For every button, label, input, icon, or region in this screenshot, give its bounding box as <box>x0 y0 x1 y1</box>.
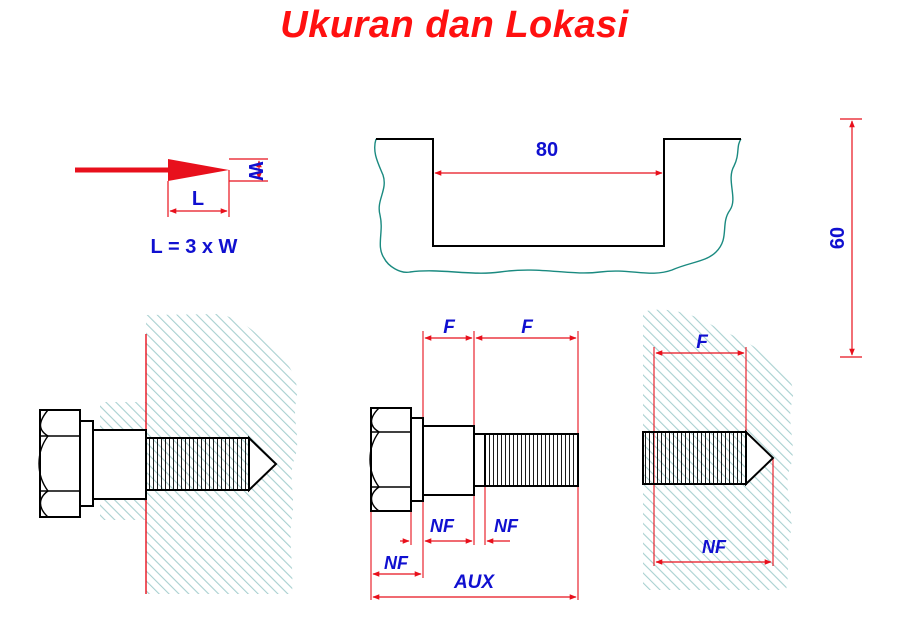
nf-label: NF <box>702 537 727 557</box>
nf-label: NF <box>494 516 519 536</box>
f-label: F <box>696 332 709 353</box>
bolt-in-wall-diagram <box>38 314 298 594</box>
page-title: Ukuran dan Lokasi <box>280 4 629 46</box>
channel-diagram: 80 60 <box>374 118 862 358</box>
washer <box>79 420 94 507</box>
width-label: W <box>244 162 266 181</box>
bolt-shank <box>422 425 475 496</box>
length-label: L <box>192 188 204 210</box>
bolt-head <box>39 409 81 518</box>
channel-width-label: 80 <box>536 139 558 161</box>
threaded-hole-diagram: F NF <box>642 309 794 590</box>
arrow-proportion-diagram: L W L = 3 x W <box>75 158 268 258</box>
f-label: F <box>521 317 534 338</box>
bolt-dimensioned-diagram: F F NF NF NF AUX <box>369 317 579 600</box>
bolt-head <box>370 407 412 512</box>
hole-thread <box>642 431 747 485</box>
nf-label: NF <box>430 516 455 536</box>
drill-point <box>745 429 775 487</box>
bolt-shank <box>92 429 147 500</box>
washer <box>410 417 424 502</box>
drill-point <box>248 435 278 493</box>
bolt-thread <box>145 437 250 491</box>
channel-outline <box>376 138 741 247</box>
aux-label: AUX <box>453 572 495 593</box>
material-contour <box>374 138 742 274</box>
channel-depth-label: 60 <box>827 227 849 249</box>
arrowhead-icon <box>168 159 229 181</box>
nf-label: NF <box>384 553 409 573</box>
bolt-thread <box>484 433 579 487</box>
f-label: F <box>443 317 456 338</box>
arrow-formula: L = 3 x W <box>151 236 238 258</box>
